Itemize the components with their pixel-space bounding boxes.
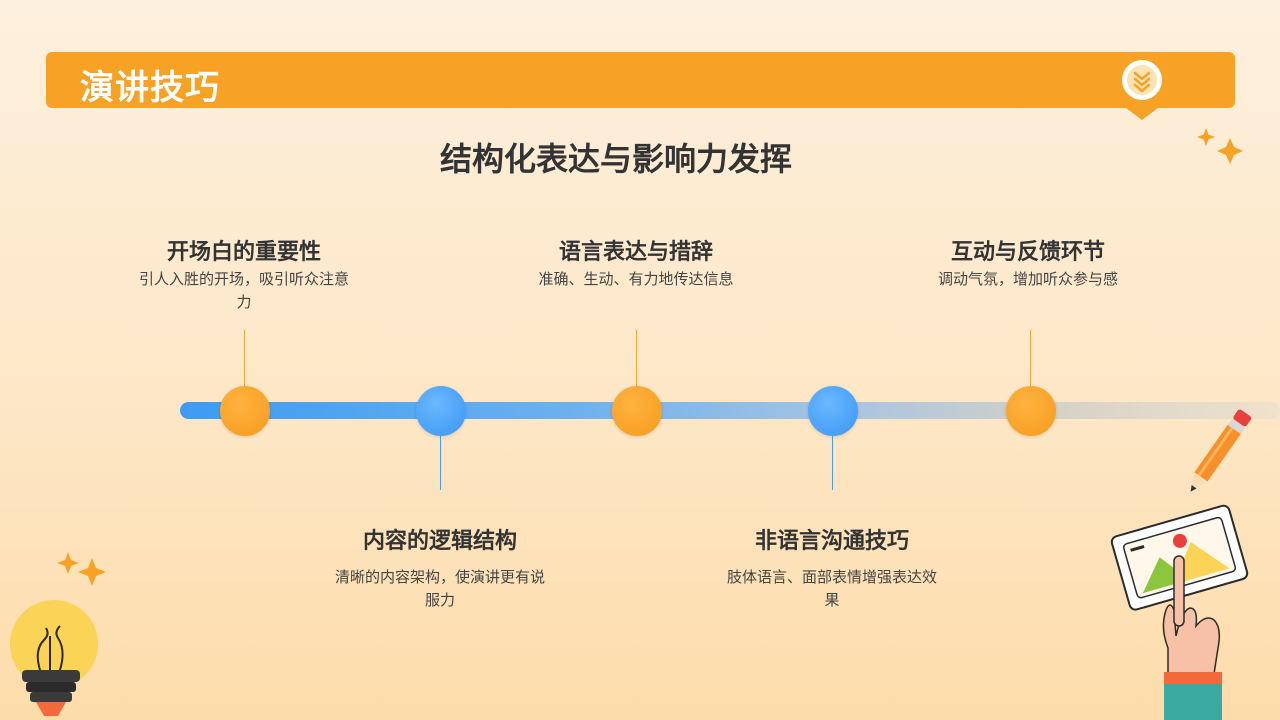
timeline-connector — [832, 436, 833, 490]
lightbulb-icon — [10, 552, 106, 716]
header-tab-pointer — [1126, 108, 1158, 120]
timeline-item-4-desc: 肢体语言、面部表情增强表达效果 — [726, 568, 937, 609]
sparkle-icon — [1197, 128, 1243, 164]
timeline-connector — [244, 330, 245, 386]
timeline-item-5-title: 互动与反馈环节 — [950, 240, 1105, 265]
timeline-item-3-desc: 准确、生动、有力地传达信息 — [538, 270, 734, 288]
timeline-item-4-title: 非语言沟通技巧 — [754, 529, 909, 554]
timeline-connector — [636, 330, 637, 386]
timeline-connector — [1030, 330, 1031, 386]
timeline-item-2-title: 内容的逻辑结构 — [362, 529, 517, 554]
timeline-node-1 — [220, 386, 270, 436]
timeline-node-5 — [1006, 386, 1056, 436]
pencil-icon — [1190, 409, 1252, 492]
timeline-item-2-desc: 清晰的内容架构，使演讲更有说服力 — [334, 568, 545, 609]
timeline-node-4 — [808, 386, 858, 436]
timeline-item-1-title: 开场白的重要性 — [166, 240, 321, 265]
double-chevron-down-icon — [1122, 60, 1162, 100]
slide-subtitle: 结构化表达与影响力发挥 — [439, 140, 792, 178]
timeline-node-3 — [612, 386, 662, 436]
timeline-node-2 — [416, 386, 466, 436]
page-title: 演讲技巧 — [80, 68, 220, 108]
timeline-item-3-title: 语言表达与措辞 — [558, 240, 713, 265]
timeline-item-1-desc: 引人入胜的开场，吸引听众注意力 — [138, 270, 349, 311]
hand-card-illustration — [1110, 504, 1249, 720]
timeline-track — [180, 402, 1280, 419]
timeline-connector — [440, 436, 441, 490]
header-bar: 演讲技巧 — [46, 52, 1235, 120]
timeline-item-5-desc: 调动气氛，增加听众参与感 — [937, 270, 1118, 288]
